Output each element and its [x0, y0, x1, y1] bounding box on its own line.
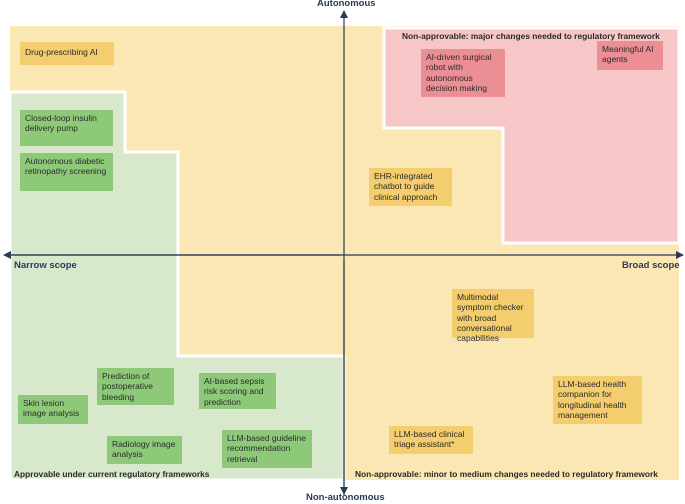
item-health-companion: LLM-based health companion for longitudi…: [553, 376, 642, 424]
item-sepsis-risk-scoring: AI-based sepsis risk scoring and predict…: [199, 373, 276, 409]
item-drug-prescribing-ai: Drug-prescribing AI: [20, 42, 114, 65]
item-ehr-chatbot: EHR-integrated chatbot to guide clinical…: [369, 168, 452, 206]
item-surgical-robot: AI-driven surgical robot with autonomous…: [421, 49, 505, 97]
axis-label-autonomous: Autonomous: [317, 0, 376, 9]
item-postoperative-bleeding: Prediction of postoperative bleeding: [97, 368, 174, 405]
item-meaningful-ai-agents: Meaningful AI agents: [597, 41, 663, 70]
axis-label-narrow-scope: Narrow scope: [14, 260, 77, 271]
item-radiology-image-analysis: Radiology image analysis: [107, 436, 182, 464]
region-label-yellow: Non-approvable: minor to medium changes …: [355, 469, 658, 479]
axis-label-broad-scope: Broad scope: [622, 260, 680, 271]
region-label-green: Approvable under current regulatory fram…: [14, 469, 210, 479]
item-diabetic-retinopathy-screening: Autonomous diabetic retinopathy screenin…: [20, 153, 113, 191]
item-symptom-checker: Multimodal symptom checker with broad co…: [452, 289, 534, 343]
item-insulin-pump: Closed-loop insulin delivery pump: [20, 110, 113, 146]
axis-label-non-autonomous: Non-autonomous: [306, 492, 385, 503]
item-skin-lesion-analysis: Skin lesion image analysis: [18, 395, 88, 424]
item-clinical-triage-assistant: LLM-based clinical triage assistant*: [389, 426, 473, 454]
region-label-red: Non-approvable: major changes needed to …: [402, 31, 660, 41]
item-guideline-retrieval: LLM-based guideline recommendation retri…: [222, 430, 312, 468]
